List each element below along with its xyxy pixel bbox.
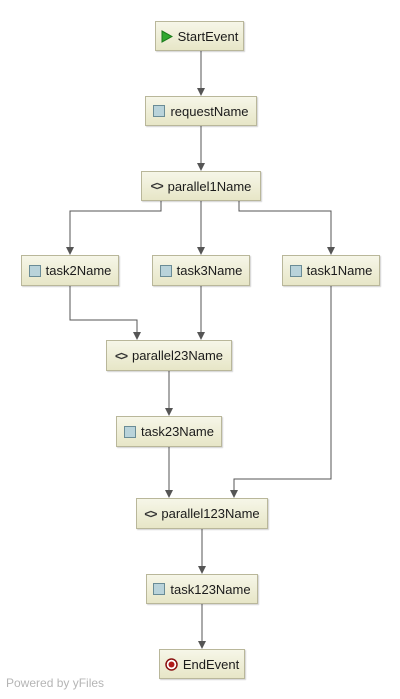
task2-node[interactable]: task2Name: [21, 255, 119, 286]
edge-parallel1-task1: [238, 201, 335, 255]
gateway-icon: <>: [150, 179, 164, 193]
parallel1-gateway-label: parallel1Name: [167, 178, 252, 194]
task-icon: [153, 583, 166, 595]
task1-label: task1Name: [306, 263, 373, 278]
parallel123-gateway-label: parallel123Name: [161, 506, 260, 521]
task3-node[interactable]: task3Name: [152, 255, 250, 286]
edge-parallel1-task2: [66, 201, 162, 255]
task-icon: [289, 264, 302, 277]
task-icon: [153, 105, 166, 117]
end-event-icon: [165, 657, 178, 671]
gateway-icon: <>: [144, 506, 157, 521]
task123-label: task123Name: [170, 581, 251, 597]
start-event-node[interactable]: StartEvent: [155, 21, 244, 51]
parallel123-gateway-node[interactable]: <> parallel123Name: [136, 498, 268, 529]
task-icon: [28, 264, 41, 277]
task23-node[interactable]: task23Name: [116, 416, 222, 447]
task-icon: [159, 264, 172, 277]
task-icon: [124, 425, 136, 438]
start-event-label: StartEvent: [177, 28, 239, 44]
request-task-node[interactable]: requestName: [145, 96, 257, 126]
end-event-node[interactable]: EndEvent: [159, 649, 245, 679]
start-play-icon: [161, 29, 173, 43]
request-task-label: requestName: [170, 103, 249, 119]
parallel1-gateway-node[interactable]: <> parallel1Name: [141, 171, 261, 201]
task1-node[interactable]: task1Name: [282, 255, 380, 286]
end-event-label: EndEvent: [182, 656, 240, 672]
gateway-icon: <>: [114, 348, 128, 363]
task2-label: task2Name: [45, 263, 112, 278]
parallel23-gateway-label: parallel23Name: [131, 348, 224, 363]
task3-label: task3Name: [176, 263, 243, 278]
task23-label: task23Name: [141, 424, 214, 439]
task123-node[interactable]: task123Name: [146, 574, 258, 604]
powered-by-footer: Powered by yFiles: [6, 676, 105, 690]
edge-task2-parallel23: [69, 286, 141, 340]
edge-task1-parallel123: [230, 286, 332, 498]
parallel23-gateway-node[interactable]: <> parallel23Name: [106, 340, 232, 371]
